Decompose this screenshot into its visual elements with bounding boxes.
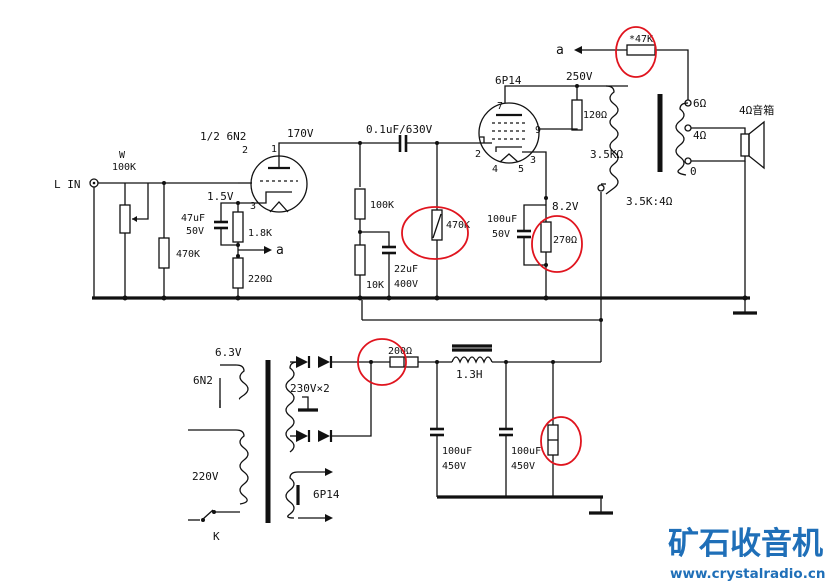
coupling-section: 0.1uF/630V 100K 10K 22uF 400V 470K bbox=[354, 123, 484, 298]
filter-cap1-voltage: 450V bbox=[442, 461, 466, 472]
switch-label: K bbox=[213, 530, 220, 543]
pot-value: 100K bbox=[112, 162, 136, 173]
feedback-resistor-47k bbox=[626, 44, 656, 56]
r270-label: 270Ω bbox=[553, 235, 577, 246]
turns-ratio-label: 3.5K:4Ω bbox=[626, 195, 673, 208]
r18k-label: 1.8K bbox=[248, 228, 272, 239]
r10k-label: 10K bbox=[366, 280, 384, 291]
r200-label: 200Ω bbox=[388, 346, 412, 357]
pentode-6p14 bbox=[478, 102, 540, 164]
tube1-pin3: 3 bbox=[250, 201, 256, 212]
cap-22uf-label: 22uF bbox=[394, 264, 418, 275]
tube2-pin4: 4 bbox=[492, 164, 498, 175]
feedback-node-a: a bbox=[276, 243, 284, 258]
preamp-stage: 1/2 6N2 1 2 3 170V 1.5V 47uF 50V 1.8K bbox=[181, 127, 361, 298]
hv-secondary-label: 230V×2 bbox=[290, 382, 330, 395]
cathode-resistor-220 bbox=[232, 257, 244, 289]
primary-impedance-label: 3.5KΩ bbox=[590, 148, 623, 161]
coupling-cap-label: 0.1uF/630V bbox=[366, 123, 433, 136]
cap-47uf-voltage: 50V bbox=[186, 226, 204, 237]
rectifier-diode-4 bbox=[318, 430, 330, 442]
tap-4ohm: 4Ω bbox=[693, 129, 707, 142]
r220-label: 220Ω bbox=[248, 274, 272, 285]
feedback-return-a: a bbox=[556, 43, 564, 58]
v15-label: 1.5V bbox=[207, 190, 234, 203]
v170-label: 170V bbox=[287, 127, 314, 140]
pot-label: W bbox=[119, 150, 126, 161]
choke-label: 1.3H bbox=[456, 368, 483, 381]
filter-cap1-label: 100uF bbox=[442, 446, 472, 457]
rectifier-diode-2 bbox=[318, 356, 330, 368]
r100k-label: 100K bbox=[370, 200, 394, 211]
heater-voltage-label: 6.3V bbox=[215, 346, 242, 359]
tap-6ohm: 6Ω bbox=[693, 97, 707, 110]
tube2-pin5: 5 bbox=[518, 164, 524, 175]
volume-potentiometer bbox=[119, 204, 131, 234]
output-transformer: 3.5KΩ 3.5K:4Ω 6Ω 4Ω 0 *47K a 4Ω音箱 bbox=[556, 26, 774, 362]
grid-resistor-470k-label: 470K bbox=[176, 249, 200, 260]
cap-22uf-voltage: 400V bbox=[394, 279, 418, 290]
speaker-icon bbox=[740, 133, 750, 157]
logo-url: www.crystalradio.cn bbox=[670, 566, 825, 582]
heater-6p14-label: 6P14 bbox=[313, 488, 340, 501]
cap-100uf-cathode-label: 100uF bbox=[487, 214, 517, 225]
power-supply: 220V K 6.3V 6N2 6P14 230V×2 bbox=[188, 300, 613, 543]
tube1-label: 1/2 6N2 bbox=[200, 130, 246, 143]
tube2-pin2: 2 bbox=[475, 149, 481, 160]
screen-resistor-120 bbox=[571, 99, 583, 131]
ground-bus bbox=[92, 295, 757, 315]
filter-choke bbox=[451, 356, 493, 364]
rectifier-diode-1 bbox=[296, 356, 308, 368]
r120-label: 120Ω bbox=[583, 110, 607, 121]
output-stage: 6P14 7 9 2 3 4 5 250V 120Ω 8.2V 270Ω bbox=[475, 70, 607, 298]
r470k-grid-label: 470K bbox=[446, 220, 470, 231]
cap-100uf-cathode-voltage: 50V bbox=[492, 229, 510, 240]
logo-text: 矿石收音机 bbox=[668, 526, 823, 562]
input-section: L IN W 100K 470K bbox=[54, 150, 238, 298]
speaker-cone-icon bbox=[748, 120, 765, 170]
decoupling-resistor-10k bbox=[354, 244, 366, 276]
cap-47uf-label: 47uF bbox=[181, 213, 205, 224]
plate-resistor-100k bbox=[354, 188, 366, 220]
filter-cap2-voltage: 450V bbox=[511, 461, 535, 472]
cathode-resistor-270 bbox=[540, 221, 552, 253]
tube2-pin3: 3 bbox=[530, 155, 536, 166]
tube2-pin9: 9 bbox=[535, 125, 541, 136]
tap-0: 0 bbox=[690, 165, 697, 178]
tube2-label: 6P14 bbox=[495, 74, 522, 87]
mains-voltage-label: 220V bbox=[192, 470, 219, 483]
heater-6n2-label: 6N2 bbox=[193, 374, 213, 387]
tube1-pin1: 1 bbox=[271, 144, 277, 155]
v82-label: 8.2V bbox=[552, 200, 579, 213]
cathode-resistor-1k8 bbox=[232, 211, 244, 243]
rectifier-diode-3 bbox=[296, 430, 308, 442]
tube2-pin7: 7 bbox=[497, 101, 503, 112]
filter-cap2-label: 100uF bbox=[511, 446, 541, 457]
site-logo: 矿石收音机 www.crystalradio.cn bbox=[668, 526, 825, 582]
v250-label: 250V bbox=[566, 70, 593, 83]
grid-resistor-470k bbox=[158, 237, 170, 269]
feedback-resistor-label: *47K bbox=[629, 34, 653, 45]
tube1-pin2: 2 bbox=[242, 145, 248, 156]
speaker-label: 4Ω音箱 bbox=[739, 103, 774, 117]
input-label: L IN bbox=[54, 178, 81, 191]
